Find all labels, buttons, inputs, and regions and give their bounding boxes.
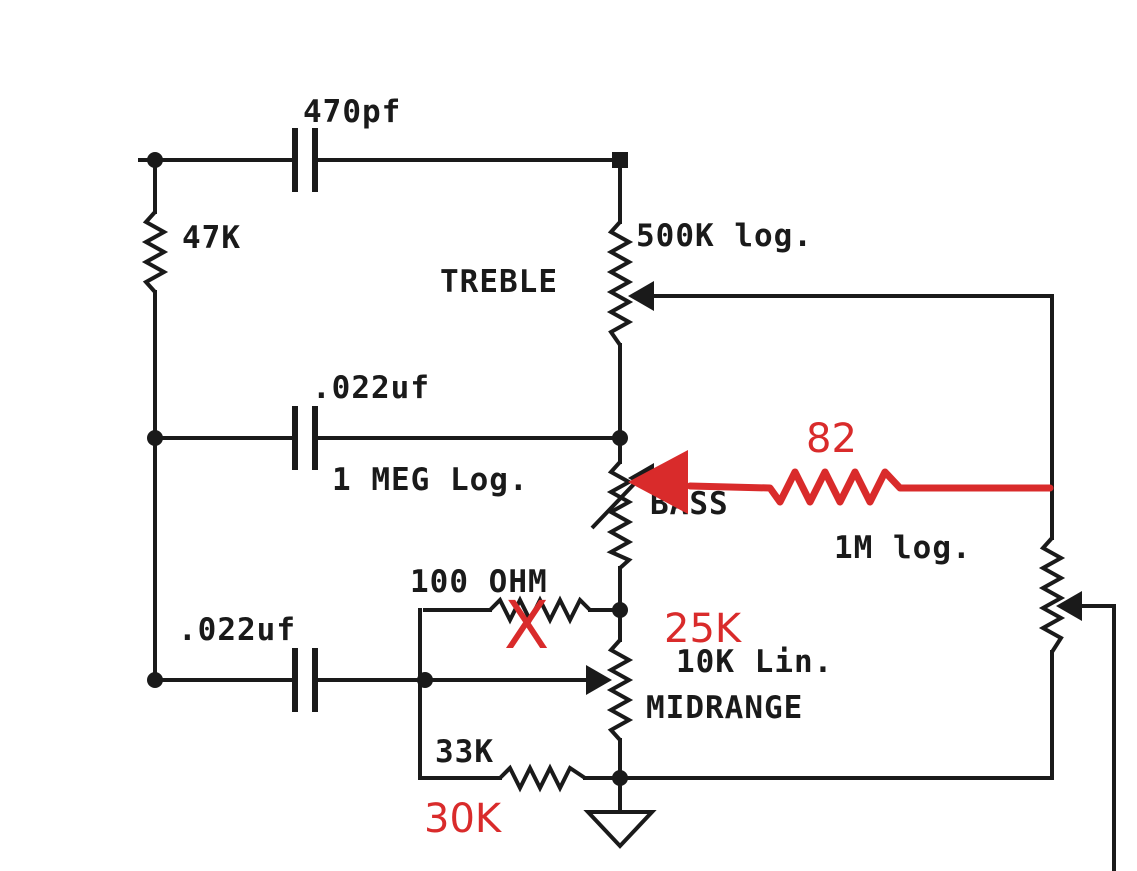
junction-dot <box>417 672 433 688</box>
pot-midrange-wiper-arrow <box>586 665 612 695</box>
label-022uf-bottom: .022uf <box>178 612 296 648</box>
label-47k: 47K <box>182 220 241 256</box>
junction-dot <box>147 430 163 446</box>
annotation-82: 82 <box>806 416 857 462</box>
pot-midrange <box>606 638 634 742</box>
label-500k-log: 500K log. <box>636 218 813 254</box>
junction-dot <box>612 602 628 618</box>
red-added-resistor-wire <box>686 468 1054 506</box>
annotation-25k: 25K <box>664 606 743 652</box>
capacitor-470pf <box>292 128 318 192</box>
resistor-33k <box>498 763 587 793</box>
annotation-30k: 30K <box>424 796 503 842</box>
pot-treble <box>606 220 634 347</box>
junction-dot <box>612 152 628 168</box>
junction-dot <box>612 770 628 786</box>
label-midrange: MIDRANGE <box>646 690 803 726</box>
label-treble: TREBLE <box>440 264 558 300</box>
label-1m-log: 1M log. <box>834 530 972 566</box>
wire-volume-wiper <box>1076 604 1116 871</box>
junctions <box>147 152 628 786</box>
wire-treble-wiper <box>650 294 1054 540</box>
red-arrow-head <box>628 450 688 514</box>
label-100-ohm: 100 OHM <box>410 564 548 600</box>
pot-bass-variable-slash <box>590 480 638 530</box>
label-022uf-mid: .022uf <box>312 370 430 406</box>
junction-dot <box>147 672 163 688</box>
label-470pf: 470pf <box>303 94 401 130</box>
capacitor-022uf-mid <box>292 406 318 470</box>
annotation-x-remove-100-ohm: X <box>504 587 549 664</box>
label-1meg-log: 1 MEG Log. <box>332 462 529 498</box>
component-labels: 470pf 47K 500K log. TREBLE .022uf 1 MEG … <box>178 94 972 770</box>
pot-volume-wiper-arrow <box>1056 591 1082 621</box>
pot-treble-wiper-arrow <box>628 281 654 311</box>
resistor-47k <box>141 210 169 294</box>
ground-symbol <box>583 810 657 849</box>
junction-dot <box>612 430 628 446</box>
wires <box>138 158 1116 871</box>
capacitor-022uf-bottom <box>292 648 318 712</box>
pot-bass <box>606 460 634 570</box>
label-33k: 33K <box>435 734 494 770</box>
junction-dot <box>147 152 163 168</box>
label-10k-lin: 10K Lin. <box>676 644 833 680</box>
red-annotations: 82 X 25K 30K <box>424 416 1054 842</box>
resistor-100-ohm <box>488 595 592 625</box>
wire-volume-bottom <box>618 650 1054 780</box>
pot-volume <box>1038 536 1066 654</box>
